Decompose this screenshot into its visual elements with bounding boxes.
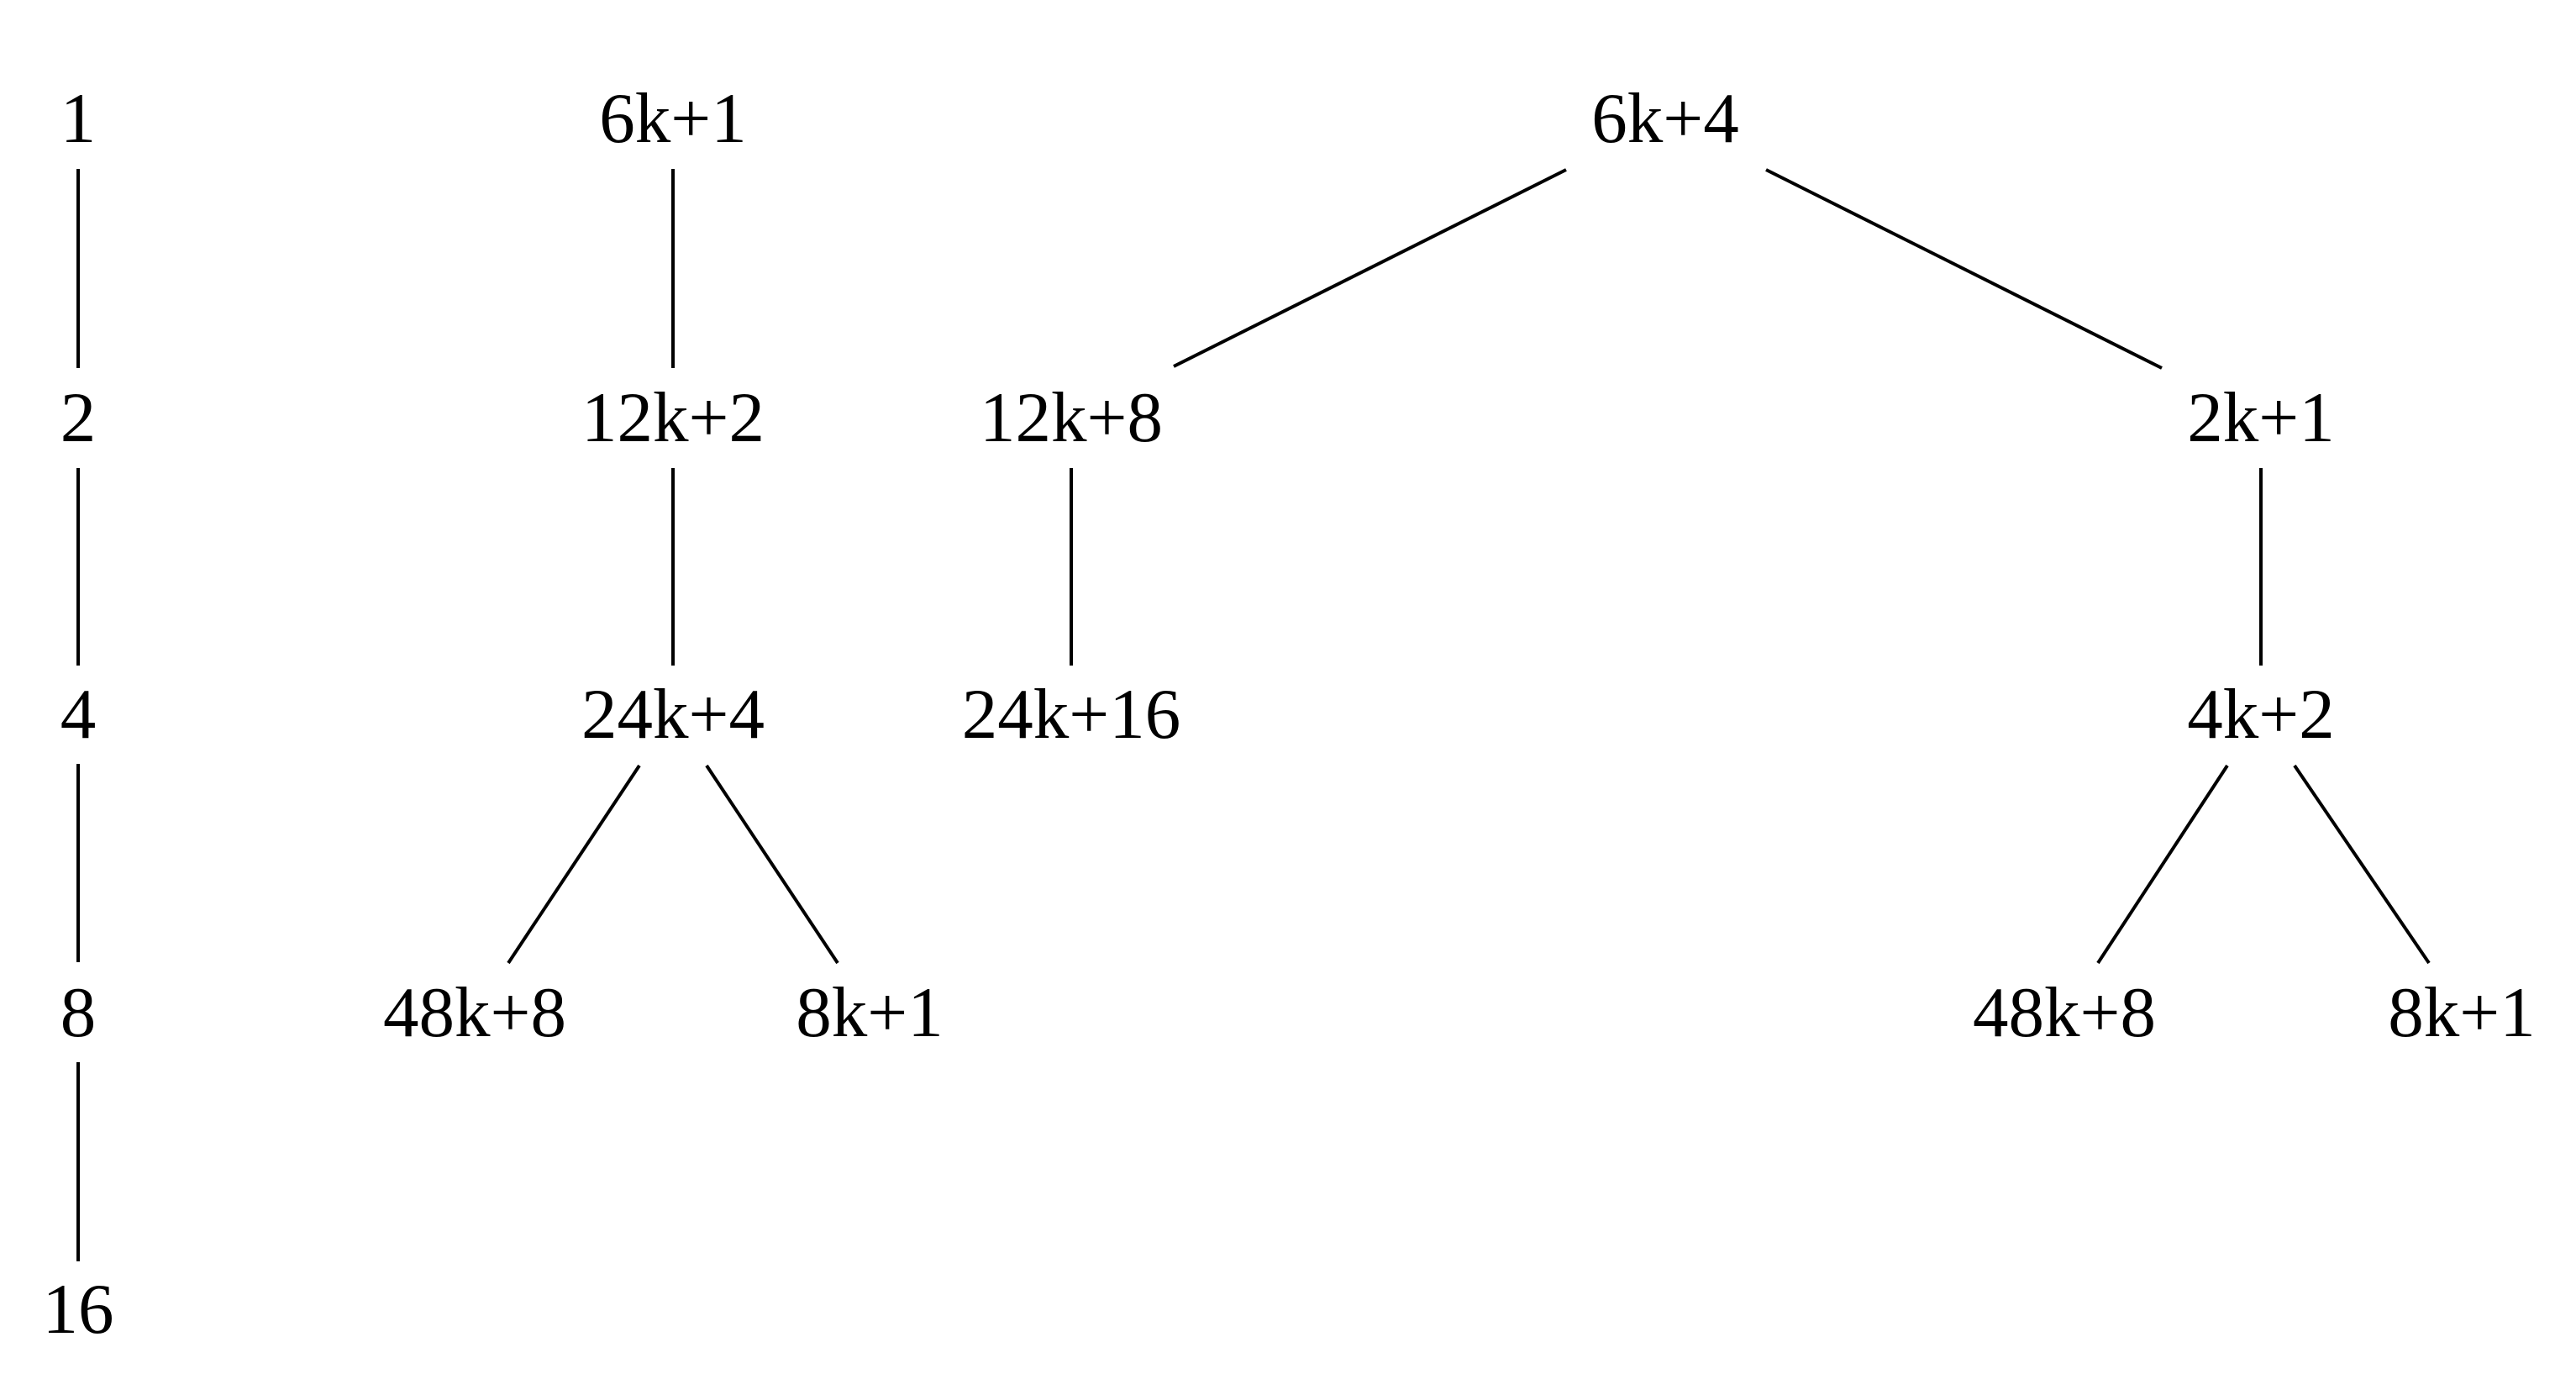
node-24k-plus-4: 24k+4	[581, 675, 765, 754]
edge-4k2-48k8	[2096, 764, 2229, 965]
edge-4k2-8k1	[2293, 764, 2431, 965]
node-6k-plus-1: 6k+1	[599, 79, 747, 158]
edge-6k4-2k1	[1765, 168, 2163, 370]
node-4k-plus-2: 4k+2	[2187, 675, 2335, 754]
edge-6k4-12k8	[1173, 168, 1567, 368]
node-6k-plus-4: 6k+4	[1591, 79, 1739, 158]
node-2k-plus-1: 2k+1	[2187, 378, 2335, 457]
edge-24k4-48k8	[507, 764, 641, 965]
node-24k-plus-16: 24k+16	[961, 675, 1181, 754]
edge-24k4-8k1	[705, 764, 839, 965]
node-4: 4	[60, 675, 97, 754]
node-1: 1	[60, 79, 97, 158]
node-8k-plus-1: 8k+1	[796, 973, 944, 1052]
node-16: 16	[42, 1270, 114, 1349]
node-48k-plus-8-right: 48k+8	[1973, 973, 2156, 1052]
node-48k-plus-8: 48k+8	[383, 973, 566, 1052]
node-2: 2	[60, 378, 97, 457]
node-8: 8	[60, 973, 97, 1052]
node-12k-plus-8: 12k+8	[980, 378, 1163, 457]
node-12k-plus-2: 12k+2	[581, 378, 765, 457]
node-8k-plus-1-right: 8k+1	[2388, 973, 2536, 1052]
